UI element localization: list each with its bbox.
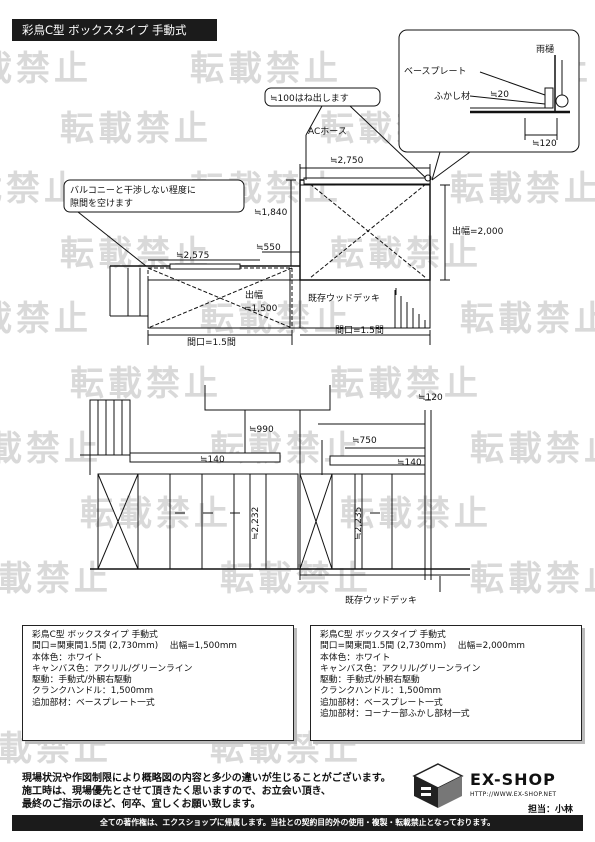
spec-line: 追加部材：コーナー部ふかし部材一式	[320, 709, 470, 720]
elev-dim-750: ≒750	[352, 436, 377, 446]
spec-box-left: 彩鳥C型 ボックスタイプ 手動式 間口=関東間1.5間 (2,730mm) 出幅…	[22, 625, 294, 741]
detail-fukashi-label: ふかし材	[434, 90, 470, 102]
elev-deck-label: 既存ウッドデッキ	[345, 594, 417, 606]
spec-line: 彩鳥C型 ボックスタイプ 手動式	[32, 630, 158, 640]
note-line: 施工時は、現場優先とさせて頂きたく思いますので、お立会い頂き、	[22, 786, 331, 797]
elev-dim-140-left: ≒140	[200, 455, 225, 465]
elev-dim-2232: ≒2,232	[251, 507, 261, 540]
page-title: 彩鳥C型 ボックスタイプ 手動式	[12, 19, 217, 41]
staff-label: 担当：小林	[528, 805, 574, 815]
spec-line: キャンバス色：アクリル/グリーンライン	[32, 663, 193, 674]
spec-line: クランクハンドル：1,500mm	[320, 686, 442, 697]
detail-inset	[398, 29, 580, 181]
plan-dim-2750: ≒2,750	[330, 156, 364, 166]
plan-demaba-2000: 出幅=2,000	[452, 225, 504, 237]
elev-dim-2235: ≒2,235	[354, 507, 364, 540]
logo-cube-icon	[412, 763, 464, 808]
detail-dim-20: ≒20	[490, 90, 509, 100]
detail-base-plate-label: ベースプレート	[404, 66, 467, 77]
ex-shop-logo: EX-SHOP HTTP://WWW.EX-SHOP.NET 担当：小林	[412, 762, 582, 815]
plan-balcony-note-2: 隙間を空けます	[70, 197, 133, 209]
spec-line: 彩鳥C型 ボックスタイプ 手動式	[320, 630, 446, 640]
plan-dim-1840: ≒1,840	[254, 208, 288, 218]
spec-line: 間口=関東間1.5間 (2,730mm) 出幅=1,500mm	[32, 641, 238, 652]
elev-dim-140-right: ≒140	[397, 458, 422, 468]
spec-line: クランクハンドル：1,500mm	[32, 686, 154, 697]
plan-maguchi-left: 間口=1.5間	[187, 337, 236, 348]
spec-line: 追加部材：ベースプレート一式	[32, 697, 155, 708]
plan-dim-550: ≒550	[256, 243, 281, 253]
elev-dim-120: ≒120	[418, 393, 443, 403]
plan-deck-label: 既存ウッドデッキ	[308, 292, 380, 304]
plan-demaba-1500-b: =1,500	[244, 304, 278, 314]
plan-balcony-note-1: バルコニーと干渉しない程度に	[70, 184, 196, 196]
spec-line: 追加部材：ベースプレート一式	[320, 697, 443, 708]
note-line: 現場状況や作図制限により概略図の内容と多少の違いが生じることがございます。	[22, 773, 391, 784]
plan-view	[63, 87, 450, 345]
spec-line: 本体色：ホワイト	[32, 652, 103, 663]
spec-line: 間口=関東間1.5間 (2,730mm) 出幅=2,000mm	[320, 641, 526, 652]
site-notes: 現場状況や作図制限により概略図の内容と多少の違いが生じることがございます。 施工…	[22, 772, 391, 811]
spec-line: 本体色：ホワイト	[320, 652, 391, 663]
spec-line: 駆動：手動式/外観右駆動	[320, 675, 420, 686]
plan-ac-hose-label: ACホース	[308, 126, 347, 137]
logo-name: EX-SHOP	[470, 770, 556, 789]
spec-line: 駆動：手動式/外観右駆動	[32, 675, 132, 686]
copyright-footer: 全ての著作権は、エクスショップに帰属します。当社との契約目的外の使用・複製・転載…	[12, 815, 583, 831]
detail-dim-120: ≒120	[532, 139, 557, 149]
plan-maguchi-right: 間口=1.5間	[335, 325, 384, 336]
plan-demaba-1500-a: 出幅	[245, 289, 263, 301]
detail-amadoi-label: 雨樋	[536, 43, 554, 55]
elev-dim-990: ≒990	[249, 425, 274, 435]
plan-dim-2575: ≒2,575	[176, 251, 209, 261]
plan-hamidashi-note: ≒100はね出します	[270, 92, 349, 104]
spec-line: キャンバス色：アクリル/グリーンライン	[320, 663, 481, 674]
spec-box-right: 彩鳥C型 ボックスタイプ 手動式 間口=関東間1.5間 (2,730mm) 出幅…	[310, 625, 582, 741]
logo-url: HTTP://WWW.EX-SHOP.NET	[470, 791, 557, 798]
note-line: 最終のご指示のほど、何卒、宜しくお願い致します。	[22, 799, 261, 810]
elevation-view	[80, 385, 470, 592]
drawing-canvas: 雨樋 ベースプレート ふかし材 ≒20 ≒120 ≒100はね出します ACホー…	[63, 29, 580, 606]
